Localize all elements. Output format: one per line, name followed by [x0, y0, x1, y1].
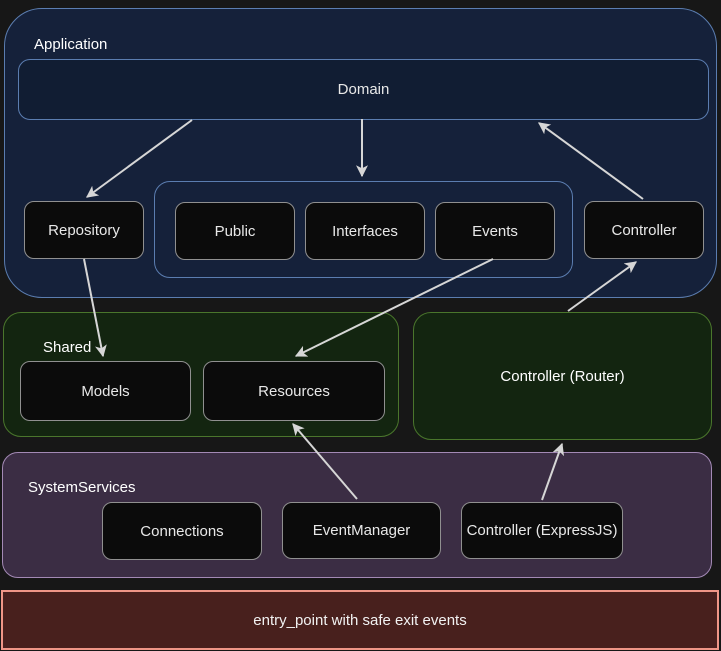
entry-point-bar-label: entry_point with safe exit events [253, 611, 467, 629]
interfaces-node-label: Interfaces [332, 222, 398, 240]
entry-point-bar: entry_point with safe exit events [1, 590, 719, 650]
connections-node: Connections [102, 502, 262, 560]
public-interfaces-events-group: Public Interfaces Events [154, 181, 573, 278]
resources-node-label: Resources [258, 382, 330, 400]
public-node: Public [175, 202, 295, 260]
system-services-group-label: SystemServices [28, 479, 136, 496]
controller-router-node: Controller (Router) [413, 312, 712, 440]
application-group: Application Domain Repository Public Int… [4, 8, 717, 298]
interfaces-node: Interfaces [305, 202, 425, 260]
controller-expressjs-node: Controller (ExpressJS) [461, 502, 623, 559]
models-node: Models [20, 361, 191, 421]
domain-node-label: Domain [337, 81, 390, 98]
events-node-label: Events [472, 222, 518, 240]
controller-router-label: Controller (Router) [500, 367, 625, 385]
shared-group: Shared Models Resources [3, 312, 399, 437]
repository-node-label: Repository [48, 221, 120, 239]
resources-node: Resources [203, 361, 385, 421]
controller-node: Controller [584, 201, 704, 259]
shared-group-label: Shared [43, 339, 92, 356]
domain-node: Domain [18, 59, 709, 120]
connections-node-label: Connections [140, 522, 224, 540]
models-node-label: Models [81, 382, 130, 400]
controller-node-label: Controller [611, 221, 677, 239]
application-group-label: Application [34, 36, 108, 53]
events-node: Events [435, 202, 555, 260]
event-manager-node-label: EventManager [312, 522, 411, 539]
repository-node: Repository [24, 201, 144, 259]
public-node-label: Public [214, 222, 256, 240]
system-services-group: SystemServices Connections EventManager … [2, 452, 712, 578]
event-manager-node: EventManager [282, 502, 441, 559]
controller-expressjs-node-label: Controller (ExpressJS) [466, 522, 618, 539]
